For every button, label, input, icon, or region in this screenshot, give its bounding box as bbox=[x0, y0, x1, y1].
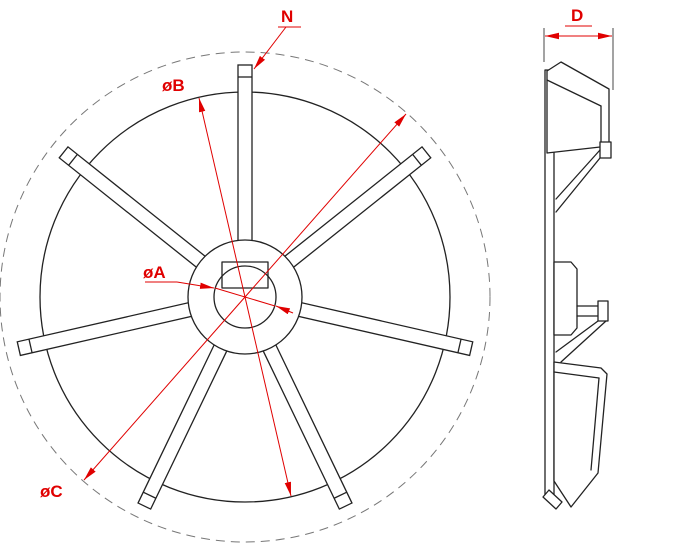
top-blade-inner-edge bbox=[546, 79, 602, 107]
side-view bbox=[542, 61, 612, 510]
bottom-blade-inner-edge bbox=[553, 371, 600, 379]
blade-5 bbox=[137, 335, 232, 510]
mid-blade-tip-cap bbox=[597, 300, 609, 322]
overall-diameter-phantom-circle bbox=[0, 51, 491, 543]
width-label: D bbox=[571, 6, 583, 25]
bottom-blade-profile bbox=[553, 361, 608, 508]
dimension-width: D bbox=[543, 6, 614, 90]
bore-diameter-label: øA bbox=[143, 263, 166, 282]
blade-6 bbox=[16, 299, 202, 357]
blade-7 bbox=[58, 146, 214, 274]
overall-diameter-label: øC bbox=[40, 482, 63, 501]
blade-4 bbox=[258, 335, 353, 510]
blade-ref-label: N bbox=[281, 7, 293, 26]
blade-1 bbox=[237, 64, 253, 251]
dimension-disc-diameter: øB bbox=[162, 76, 292, 497]
keyway-rect bbox=[221, 261, 269, 289]
disc-diameter-label: øB bbox=[162, 76, 185, 95]
leader-blade-ref: N bbox=[253, 7, 301, 70]
dimension-overall-diameter: øC bbox=[40, 113, 407, 501]
blade-2 bbox=[276, 146, 432, 274]
top-blade-profile bbox=[546, 61, 610, 154]
dimension-bore-diameter: øA bbox=[143, 263, 294, 315]
upper-wedge-edge-2 bbox=[555, 157, 601, 213]
upper-blade-tip-cap bbox=[599, 141, 612, 159]
lower-wedge-edge-1 bbox=[555, 320, 599, 353]
hub-side-profile bbox=[553, 261, 578, 336]
bottom-blade-tip-cap bbox=[542, 489, 563, 510]
bottom-blade-face-edge bbox=[590, 377, 600, 471]
blade-3 bbox=[288, 299, 474, 357]
upper-wedge-edge-1 bbox=[555, 149, 601, 200]
lower-wedge-edge-2 bbox=[560, 320, 607, 363]
